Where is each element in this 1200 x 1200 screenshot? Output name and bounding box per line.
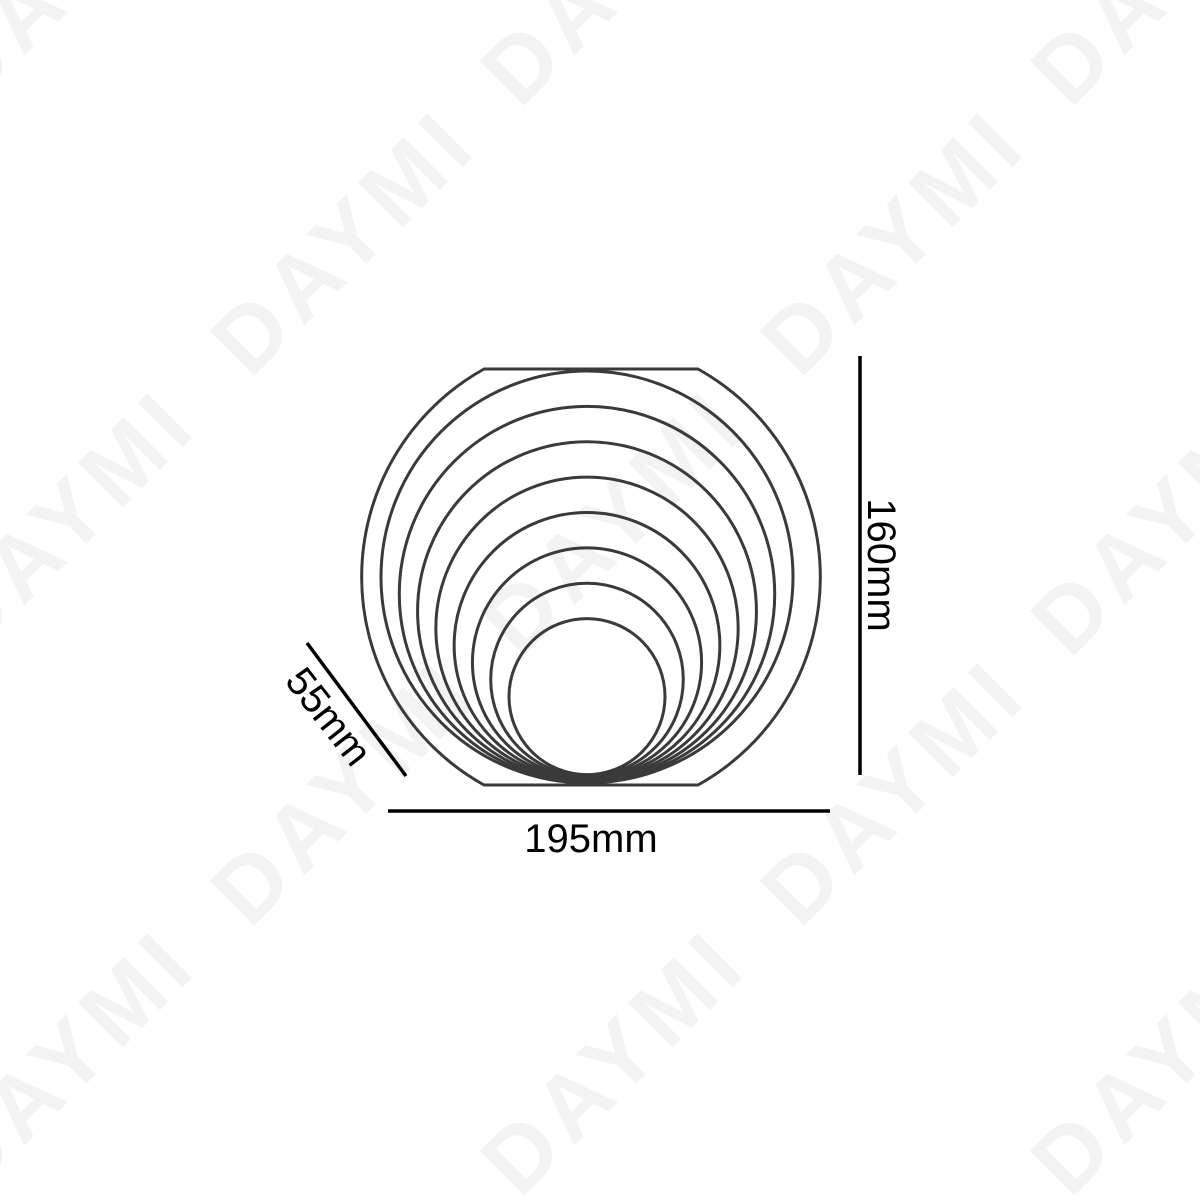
watermark: DAYMI	[742, 640, 1046, 944]
watermark: DAYMI	[1012, 910, 1200, 1200]
width-dimension-label: 195mm	[524, 817, 657, 861]
watermark: DAYMI	[0, 370, 216, 674]
watermark: DAYMI	[192, 640, 496, 944]
watermark: DAYMI	[742, 90, 1046, 394]
watermark: DAYMI	[0, 910, 216, 1200]
vase-outline	[360, 367, 822, 787]
vase-drawing	[360, 367, 822, 787]
watermark: DAYMI	[1012, 0, 1200, 124]
watermark: DAYMI	[1012, 370, 1200, 674]
watermark: DAYMI	[192, 90, 496, 394]
concentric-rings	[379, 369, 795, 785]
watermark: DAYMI	[462, 370, 766, 674]
watermark: DAYMI	[462, 910, 766, 1200]
watermark: DAYMI	[462, 0, 766, 124]
ring-8	[507, 617, 667, 777]
height-dimension-label: 160mm	[859, 498, 903, 631]
watermark: DAYMI	[0, 0, 216, 124]
depth-dimension-line	[305, 641, 408, 778]
